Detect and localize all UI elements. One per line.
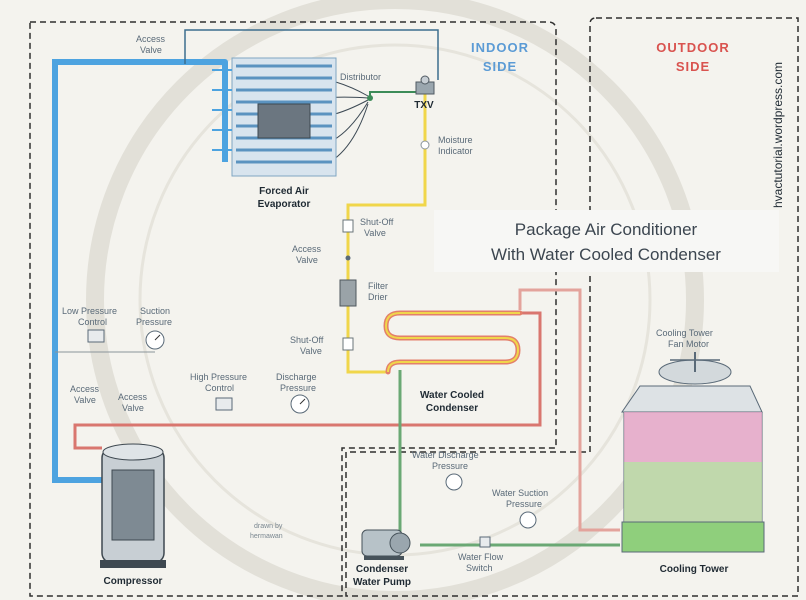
condenser-label-1: Water Cooled bbox=[420, 390, 484, 401]
filter-label-2: Drier bbox=[368, 292, 388, 302]
high-pressure-control bbox=[216, 398, 232, 410]
lpc-label-2: Control bbox=[78, 317, 107, 327]
low-pressure-control bbox=[88, 330, 104, 342]
access-left-label-1: Access bbox=[70, 384, 100, 394]
moisture-indicator bbox=[421, 141, 429, 149]
water-discharge-gauge bbox=[446, 474, 462, 490]
access-top-label-1: Access bbox=[136, 34, 166, 44]
txv-label: TXV bbox=[414, 100, 434, 111]
access-mid-label-1: Access bbox=[292, 244, 322, 254]
discharge-label-2: Pressure bbox=[280, 383, 316, 393]
access-mid-label-2: Valve bbox=[296, 255, 318, 265]
cooling-tower-label: Cooling Tower bbox=[660, 564, 729, 575]
shutoff-top-label-1: Shut-Off bbox=[360, 217, 394, 227]
access-top-label-2: Valve bbox=[140, 45, 162, 55]
distributor-node bbox=[367, 95, 373, 101]
fan-motor-label-2: Fan Motor bbox=[668, 339, 709, 349]
pump-label-1: Condenser bbox=[356, 564, 408, 575]
moisture-label-1: Moisture bbox=[438, 135, 473, 145]
discharge-label-1: Discharge bbox=[276, 372, 317, 382]
pump-label-2: Water Pump bbox=[353, 577, 411, 588]
suction-label-2: Pressure bbox=[136, 317, 172, 327]
fan-motor-label-1: Cooling Tower bbox=[656, 328, 713, 338]
suction-label-1: Suction bbox=[140, 306, 170, 316]
distributor-label: Distributor bbox=[340, 72, 381, 82]
filter-drier bbox=[340, 280, 356, 306]
indoor-label-1: INDOOR bbox=[471, 40, 529, 55]
shutoff-bot-label-1: Shut-Off bbox=[290, 335, 324, 345]
outdoor-label-1: OUTDOOR bbox=[656, 40, 729, 55]
filter-label-1: Filter bbox=[368, 281, 388, 291]
title-line-1: Package Air Conditioner bbox=[515, 220, 698, 239]
wfs-label-2: Switch bbox=[466, 563, 493, 573]
credit-text: hvactutorial.wordpress.com bbox=[771, 62, 785, 208]
wfs-label-1: Water Flow bbox=[458, 552, 504, 562]
condenser-label-2: Condenser bbox=[426, 403, 478, 414]
drawn-by-2: hermawan bbox=[250, 533, 283, 540]
indoor-label-2: SIDE bbox=[483, 59, 517, 74]
shutoff-bot-label-2: Valve bbox=[300, 346, 322, 356]
evaporator-label-1: Forced Air bbox=[259, 186, 309, 197]
access-left-label-2: Valve bbox=[74, 395, 96, 405]
shutoff-top-label-2: Valve bbox=[364, 228, 386, 238]
shutoff-valve-bottom bbox=[343, 338, 353, 350]
outdoor-label-2: SIDE bbox=[676, 59, 710, 74]
shutoff-valve-top bbox=[343, 220, 353, 232]
access-left2-label-2: Valve bbox=[122, 403, 144, 413]
wsp-label-1: Water Suction bbox=[492, 488, 548, 498]
water-flow-switch bbox=[480, 537, 490, 547]
drawn-by-1: drawn by bbox=[254, 523, 283, 530]
water-suction-gauge bbox=[520, 512, 536, 528]
lpc-label-1: Low Pressure bbox=[62, 306, 117, 316]
wdp-label-2: Pressure bbox=[432, 461, 468, 471]
wsp-label-2: Pressure bbox=[506, 499, 542, 509]
wdp-label-1: Water Discharge bbox=[412, 450, 479, 460]
moisture-label-2: Indicator bbox=[438, 146, 473, 156]
title-line-2: With Water Cooled Condenser bbox=[491, 245, 721, 264]
hpc-label-1: High Pressure bbox=[190, 372, 247, 382]
compressor bbox=[100, 444, 166, 568]
hpc-label-2: Control bbox=[205, 383, 234, 393]
evaporator-label-2: Evaporator bbox=[258, 199, 311, 210]
compressor-label: Compressor bbox=[104, 576, 163, 587]
access-left2-label-1: Access bbox=[118, 392, 148, 402]
access-mid-point bbox=[346, 256, 351, 261]
